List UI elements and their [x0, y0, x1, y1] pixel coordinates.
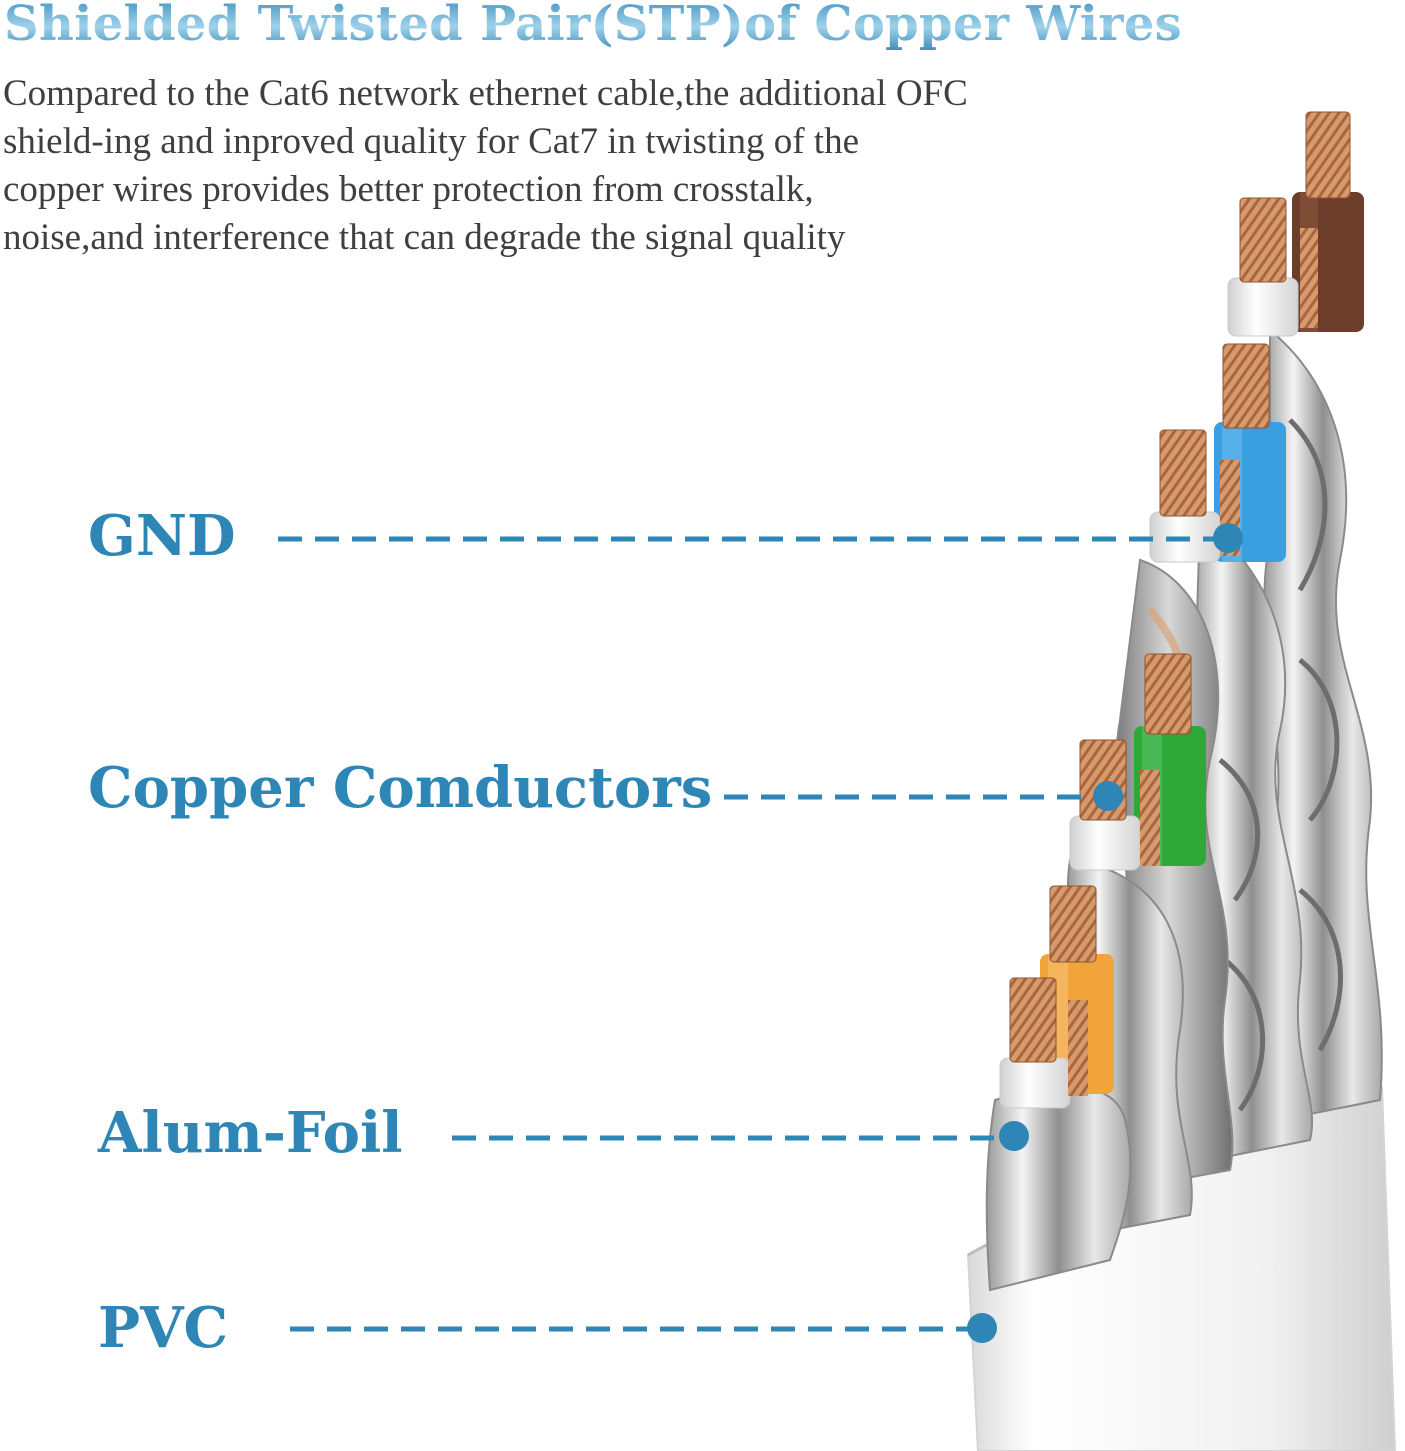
wire-pair-green: [1069, 653, 1206, 871]
pvc-marker-dot: [967, 1313, 997, 1343]
wire-pair-orange: [999, 885, 1114, 1109]
gnd-label: GND: [88, 503, 236, 569]
alum-foil-label: Alum-Foil: [98, 1100, 403, 1166]
wire-pair-brown: [1227, 111, 1364, 337]
gnd-marker-dot: [1213, 523, 1243, 553]
description-text: Compared to the Cat6 network ethernet ca…: [3, 70, 1293, 262]
page-title: Shielded Twisted Pair(STP)of Copper Wire…: [4, 0, 1182, 52]
pvc-label: PVC: [98, 1295, 229, 1361]
foil-marker-dot: [999, 1121, 1029, 1151]
description-line: shield-ing and inproved quality for Cat7…: [3, 121, 860, 162]
description-line: copper wires provides better protection …: [3, 169, 814, 210]
description-line: Compared to the Cat6 network ethernet ca…: [3, 73, 968, 114]
copper-marker-dot: [1093, 781, 1123, 811]
copper-conductors-label: Copper Comductors: [88, 755, 713, 821]
description-line: noise,and interference that can degrade …: [3, 217, 846, 258]
